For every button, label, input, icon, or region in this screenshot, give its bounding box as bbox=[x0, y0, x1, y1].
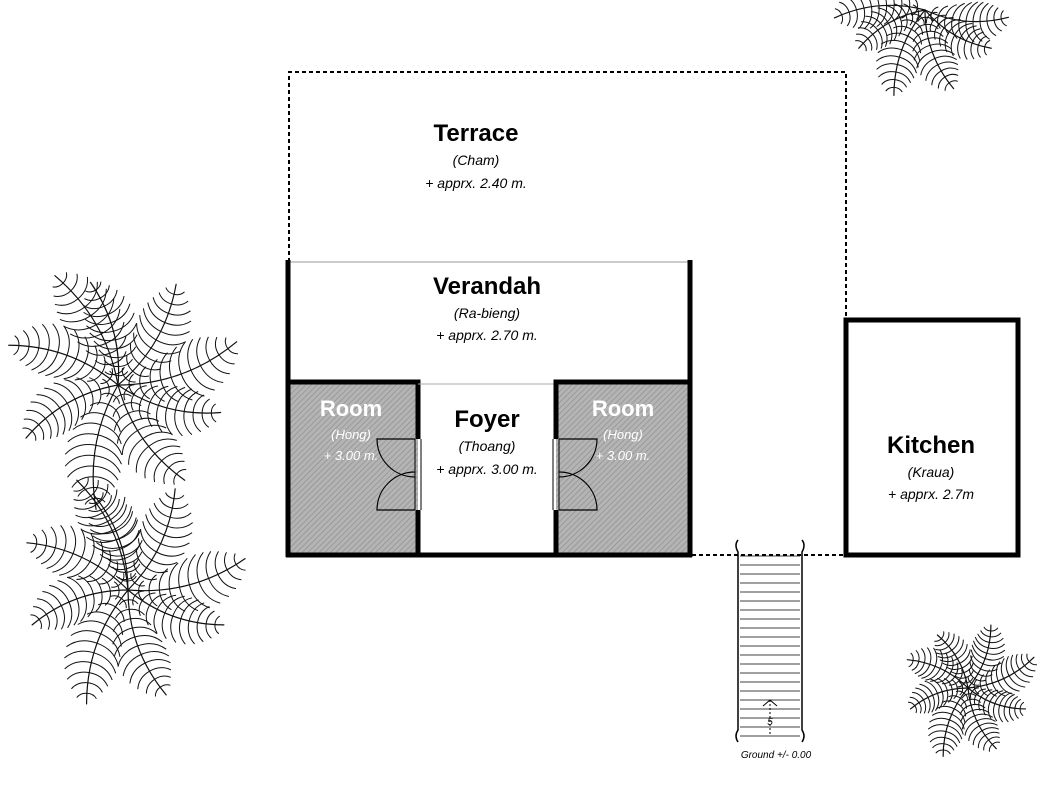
room-left-elevation: + 3.00 m. bbox=[324, 448, 379, 463]
room-right-elevation: + 3.00 m. bbox=[596, 448, 651, 463]
kitchen-elevation: + apprx. 2.7m bbox=[888, 486, 974, 502]
stairs: 5 Ground +/- 0.00 bbox=[735, 539, 812, 761]
verandah-elevation: + apprx. 2.70 m. bbox=[436, 327, 538, 343]
foyer: Foyer (Thoang) + apprx. 3.00 m. bbox=[418, 383, 556, 477]
room-left-title: Room bbox=[320, 396, 382, 421]
palm-tree-icon bbox=[833, 0, 1009, 97]
palm-tree-icon bbox=[906, 624, 1037, 757]
terrace-title: Terrace bbox=[434, 120, 519, 147]
palm-tree-icon bbox=[8, 272, 239, 510]
room-right: Room (Hong) + 3.00 m. bbox=[552, 379, 693, 557]
room-right-fill bbox=[556, 382, 690, 557]
kitchen-title: Kitchen bbox=[887, 432, 975, 459]
terrace: Terrace (Cham) + apprx. 2.40 m. bbox=[288, 71, 847, 318]
room-right-wall bbox=[553, 379, 693, 557]
verandah: Verandah (Ra-bieng) + apprx. 2.70 m. bbox=[285, 260, 693, 382]
room-left-fill bbox=[288, 382, 418, 557]
verandah-title: Verandah bbox=[433, 273, 541, 300]
kitchen: Kitchen (Kraua) + apprx. 2.7m bbox=[843, 317, 1021, 558]
foyer-local-name: (Thoang) bbox=[459, 438, 516, 454]
terrace-outline bbox=[288, 71, 847, 318]
kitchen-local-name: (Kraua) bbox=[908, 464, 955, 480]
foyer-title: Foyer bbox=[454, 406, 519, 433]
terrace-elevation: + apprx. 2.40 m. bbox=[425, 175, 527, 191]
room-right-title: Room bbox=[592, 396, 654, 421]
room-left: Room (Hong) + 3.00 m. bbox=[285, 379, 422, 557]
door-right bbox=[552, 438, 598, 511]
verandah-local-name: (Ra-bieng) bbox=[454, 305, 520, 321]
ground-label: Ground +/- 0.00 bbox=[741, 750, 812, 761]
room-left-local-name: (Hong) bbox=[331, 427, 371, 442]
room-right-local-name: (Hong) bbox=[603, 427, 643, 442]
foyer-elevation: + apprx. 3.00 m. bbox=[436, 461, 538, 477]
room-left-wall-top bbox=[288, 379, 421, 439]
palm-tree-icon bbox=[26, 477, 246, 705]
door-left bbox=[376, 438, 422, 511]
terrace-local-name: (Cham) bbox=[453, 152, 500, 168]
stair-treads bbox=[740, 555, 800, 737]
kitchen-walls bbox=[843, 317, 1021, 558]
stair-step-number: 5 bbox=[767, 717, 773, 728]
